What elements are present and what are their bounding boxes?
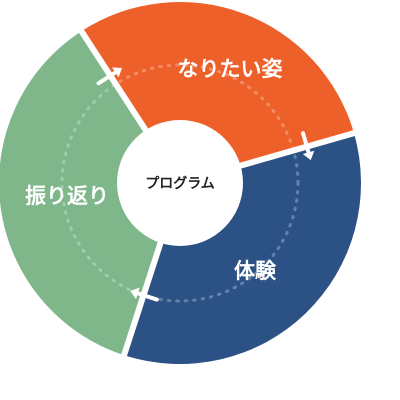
center-label: プログラム	[145, 175, 215, 192]
arrow-goal-to-experience-shaft	[301, 131, 312, 158]
segment-goal	[81, 2, 354, 184]
arrow-experience-to-reflection-head	[130, 287, 140, 300]
segment-label-goal: なりたい姿	[178, 57, 283, 81]
arrows-layer	[96, 67, 315, 302]
arrow-reflection-to-goal-shaft	[96, 68, 121, 86]
arrow-goal-to-experience	[301, 131, 315, 161]
arrow-reflection-to-goal-head	[112, 67, 123, 78]
center-hub	[117, 120, 243, 246]
arrow-goal-to-experience-head	[302, 150, 315, 161]
segment-label-experience: 体験	[234, 259, 277, 283]
arrow-experience-to-reflection-shaft	[132, 290, 159, 302]
arrow-reflection-to-goal	[96, 67, 123, 86]
segment-label-reflection: 振り返り	[25, 184, 109, 208]
arrow-experience-to-reflection	[130, 287, 159, 302]
segment-reflection	[0, 31, 180, 356]
cycle-track	[60, 63, 300, 303]
